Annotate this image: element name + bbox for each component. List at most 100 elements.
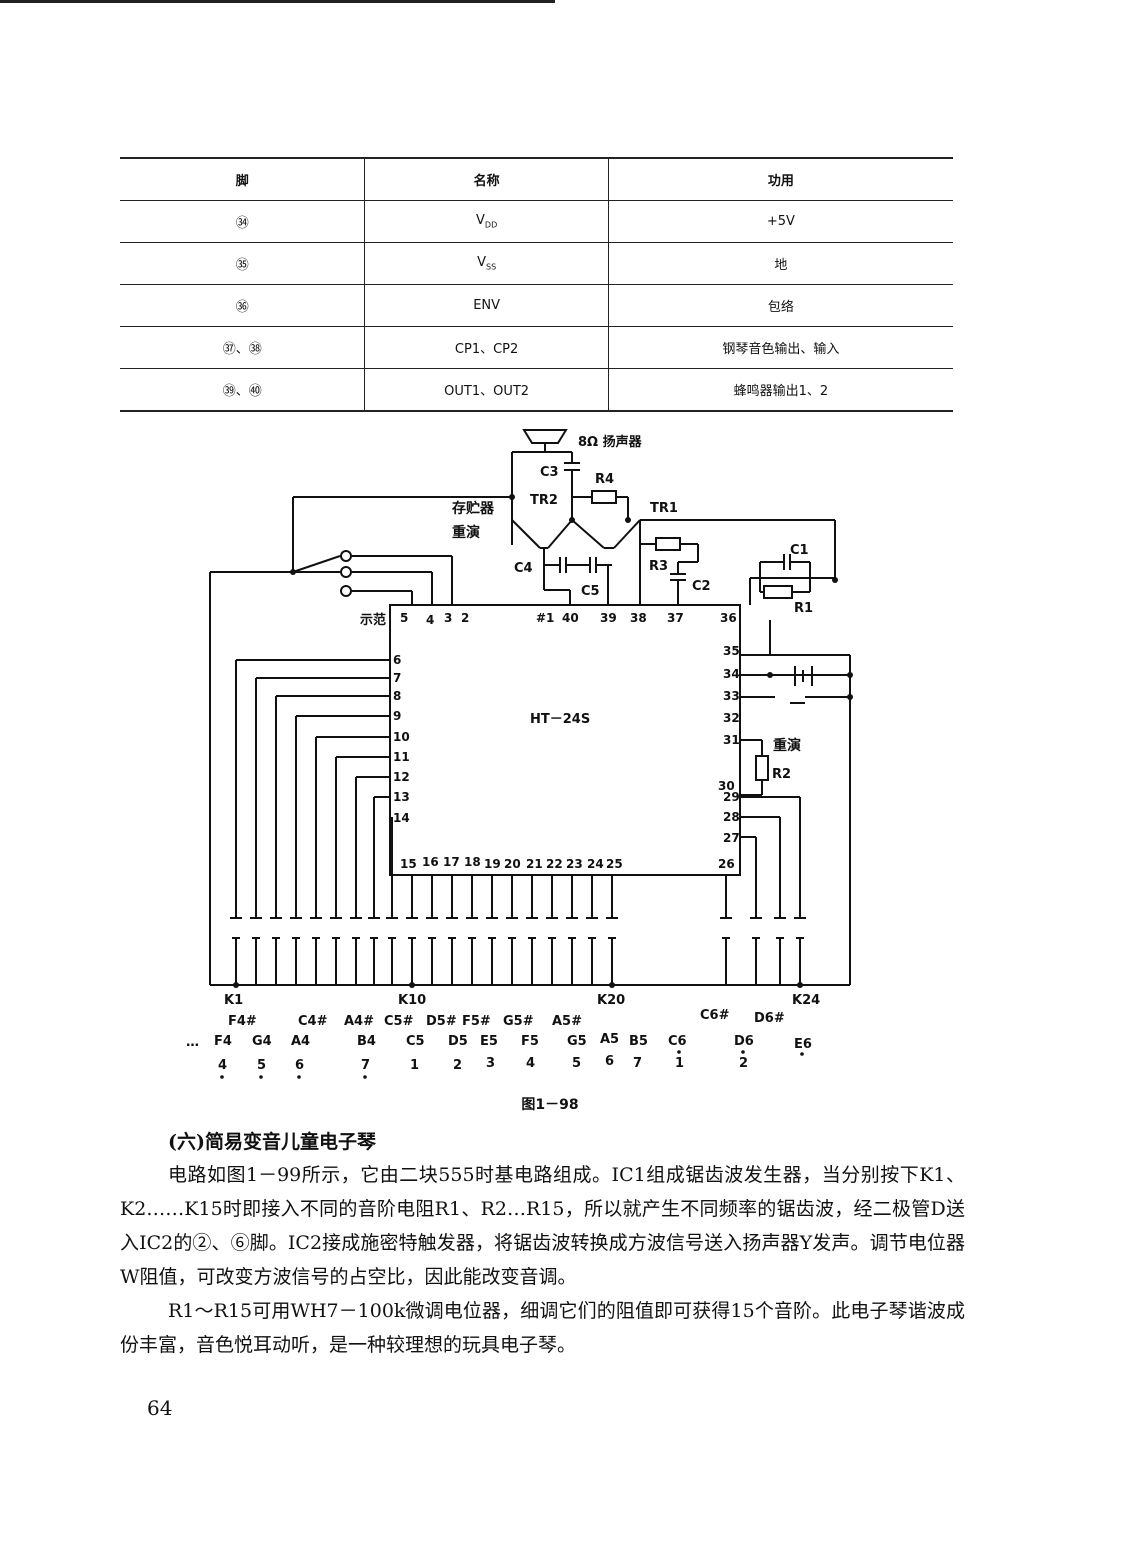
note-label: D5# — [426, 1014, 457, 1029]
cell-function: +5V — [608, 200, 953, 243]
pin-number: 4 — [426, 613, 434, 627]
note-number: 7 — [361, 1058, 370, 1073]
pin-number: 34 — [723, 667, 740, 681]
pin-number: 40 — [562, 611, 579, 625]
pin-number: 9 — [393, 709, 401, 723]
cell-name-main: V — [476, 213, 485, 229]
cell-name: CP1、CP2 — [364, 326, 609, 369]
note-number: 2 — [453, 1058, 462, 1073]
note-label: D6# — [754, 1011, 785, 1026]
body-paragraph: 电路如图1－99所示，它由二块555时基电路组成。IC1组成锯齿波发生器，当分别… — [120, 1164, 965, 1288]
pin-number: 32 — [723, 711, 740, 725]
tr2-emitter — [547, 519, 573, 549]
note-label: D6 — [734, 1034, 754, 1049]
chip-label: HT－24S — [530, 712, 590, 727]
page-number: 64 — [147, 1396, 173, 1420]
pin-number: 23 — [566, 857, 583, 871]
replay2-label: 重演 — [773, 737, 801, 754]
note-number: 5 — [572, 1056, 581, 1071]
cell-name: OUT1、OUT2 — [364, 368, 609, 412]
key-label: K1 — [224, 993, 243, 1008]
r1-label: R1 — [794, 601, 813, 616]
left-pin-numbers: 6 7 8 9 10 11 12 13 14 — [393, 653, 410, 825]
pin-number: 13 — [393, 790, 410, 804]
body-paragraph: R1～R15可用WH7－100k微调电位器，细调它们的阻值即可获得15个音阶。此… — [120, 1300, 965, 1356]
pin-number: 8 — [393, 689, 401, 703]
r2-label: R2 — [772, 767, 791, 782]
note-label: E5 — [480, 1034, 498, 1049]
note-number: 4 — [218, 1058, 227, 1073]
note-label: B5 — [629, 1034, 648, 1049]
pin-number: 18 — [464, 855, 481, 869]
pin-number: 12 — [393, 770, 410, 784]
pin-number: 11 — [393, 750, 410, 764]
pin-number: 27 — [723, 831, 740, 845]
note-label: D5 — [448, 1034, 468, 1049]
pin-number: 22 — [546, 857, 563, 871]
note-label: E6 — [794, 1037, 812, 1052]
note-number: 1 — [675, 1056, 684, 1071]
cell-function: 蜂鸣器输出1、2 — [608, 368, 953, 412]
cell-pin: ㉟ — [120, 242, 366, 285]
cell-name: VSS — [364, 242, 609, 285]
cell-name: ENV — [364, 284, 609, 327]
note-label: A4 — [291, 1034, 310, 1049]
note-label: C6# — [700, 1008, 730, 1023]
cell-name-main: V — [477, 255, 486, 271]
pin-number: 16 — [422, 855, 439, 869]
key-label: K20 — [597, 993, 625, 1008]
pin-number: 36 — [720, 611, 737, 625]
r3-label: R3 — [649, 559, 668, 574]
c1-label: C1 — [790, 543, 809, 558]
tr1-emitter — [571, 519, 605, 549]
note-label: F4# — [228, 1014, 257, 1029]
top-pin-numbers: 5 4 3 2 #1 40 39 38 37 36 — [400, 611, 737, 627]
header-name: 名称 — [364, 157, 609, 201]
note-label: A5# — [552, 1014, 582, 1029]
pin-number: 5 — [400, 611, 408, 625]
pin-number: 6 — [393, 653, 401, 667]
switch-terminals — [340, 550, 352, 597]
section-title: (六)简易变音儿童电子琴 — [168, 1131, 376, 1153]
r2-resistor — [755, 755, 769, 781]
note-number: 2 — [739, 1056, 748, 1071]
pin-number: 17 — [443, 855, 460, 869]
octave-dots — [220, 1050, 804, 1079]
note-label: C5# — [384, 1014, 414, 1029]
note-label: C6 — [668, 1034, 687, 1049]
table-row: ㉟ VSS 地 — [120, 242, 953, 285]
note-label: F5 — [521, 1034, 539, 1049]
note-number: 7 — [633, 1056, 642, 1071]
cell-function: 地 — [608, 242, 953, 285]
pin-number: 2 — [461, 611, 469, 625]
cell-pin: ㊴、㊵ — [120, 368, 366, 412]
table-row: ㊱ ENV 包络 — [120, 284, 953, 327]
circuit-diagram: 8Ω 扬声器 C3 R4 TR2 TR1 存贮器 重演 C4 C5 R3 C2 … — [186, 429, 853, 1079]
pin-number: #1 — [536, 611, 554, 625]
pin-number: 28 — [723, 810, 740, 824]
pin-number: 14 — [393, 811, 410, 825]
r1-resistor — [763, 585, 793, 599]
pin-number: 29 — [723, 790, 740, 804]
cell-pin: ㊱ — [120, 284, 366, 327]
pin-number: 20 — [504, 857, 521, 871]
note-label: A5 — [600, 1032, 619, 1047]
key-switch-gaps — [234, 918, 802, 938]
pin-number: 21 — [526, 857, 543, 871]
pin-number: 30 — [718, 779, 735, 793]
note-number: 5 — [257, 1058, 266, 1073]
pin-number: 15 — [400, 857, 417, 871]
figure-caption: 图1－98 — [521, 1097, 579, 1113]
demo-label: 示范 — [360, 612, 386, 628]
note-number: 1 — [410, 1058, 419, 1073]
pin-number: 3 — [444, 611, 452, 625]
pin-number: 7 — [393, 671, 401, 685]
pin-number: 24 — [587, 857, 604, 871]
c2-label: C2 — [692, 579, 711, 594]
pin-number: 33 — [723, 689, 740, 703]
r4-label: R4 — [595, 472, 614, 487]
key-label: K24 — [792, 993, 820, 1008]
table-row: ㊲、㊳ CP1、CP2 钢琴音色输出、输入 — [120, 326, 953, 369]
speaker-icon — [522, 429, 568, 444]
key-switch-contacts — [230, 917, 806, 939]
